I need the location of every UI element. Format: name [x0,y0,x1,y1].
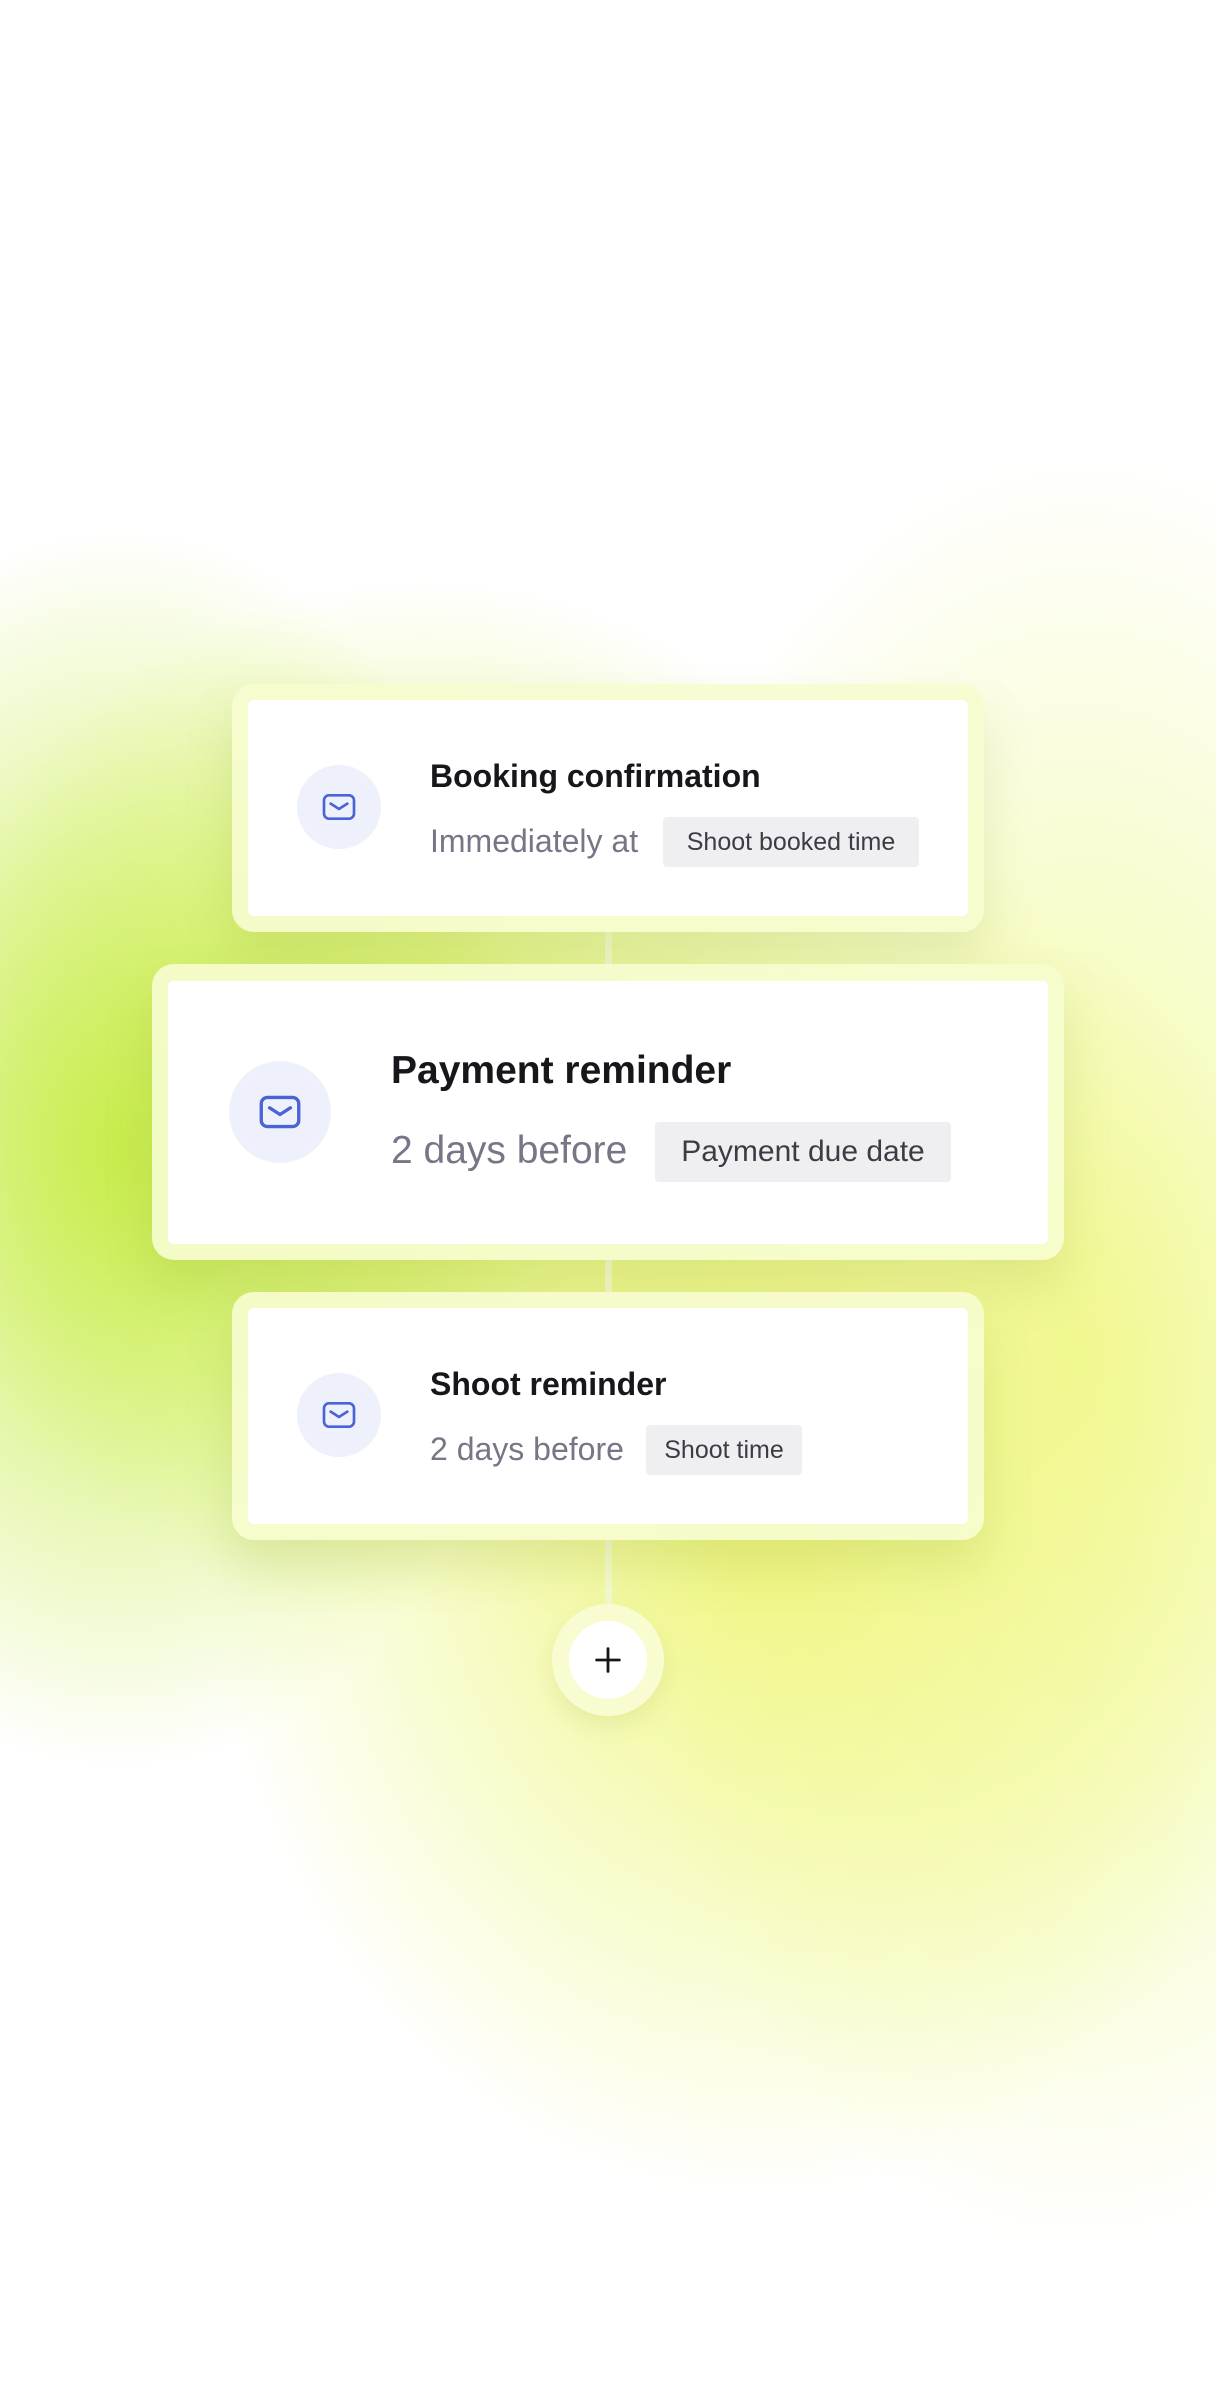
envelope-icon-badge [297,765,381,849]
add-step-button[interactable] [569,1621,647,1699]
envelope-icon [259,1095,301,1129]
connector-line [605,1538,612,1606]
connector-line [605,930,612,968]
step-title: Payment reminder [391,1049,732,1092]
step-anchor-tag: Shoot time [646,1425,802,1475]
card[interactable]: Booking confirmation Immediately at Shoo… [248,700,968,916]
envelope-icon-badge [297,1373,381,1457]
step-title: Booking confirmation [430,758,761,794]
step-timing: 2 days before [391,1129,628,1172]
step-timing: Immediately at [430,823,639,859]
envelope-icon [322,1402,356,1428]
card[interactable]: Shoot reminder 2 days before Shoot time [248,1308,968,1524]
connector-line [605,1258,612,1296]
step-title: Shoot reminder [430,1366,667,1402]
envelope-icon-badge [229,1061,331,1163]
plus-icon [595,1647,621,1673]
step-anchor-tag: Payment due date [655,1122,951,1182]
envelope-icon [322,794,356,820]
step-timing: 2 days before [430,1431,624,1467]
step-anchor-tag: Shoot booked time [663,817,919,867]
card[interactable]: Payment reminder 2 days before Payment d… [168,981,1048,1244]
